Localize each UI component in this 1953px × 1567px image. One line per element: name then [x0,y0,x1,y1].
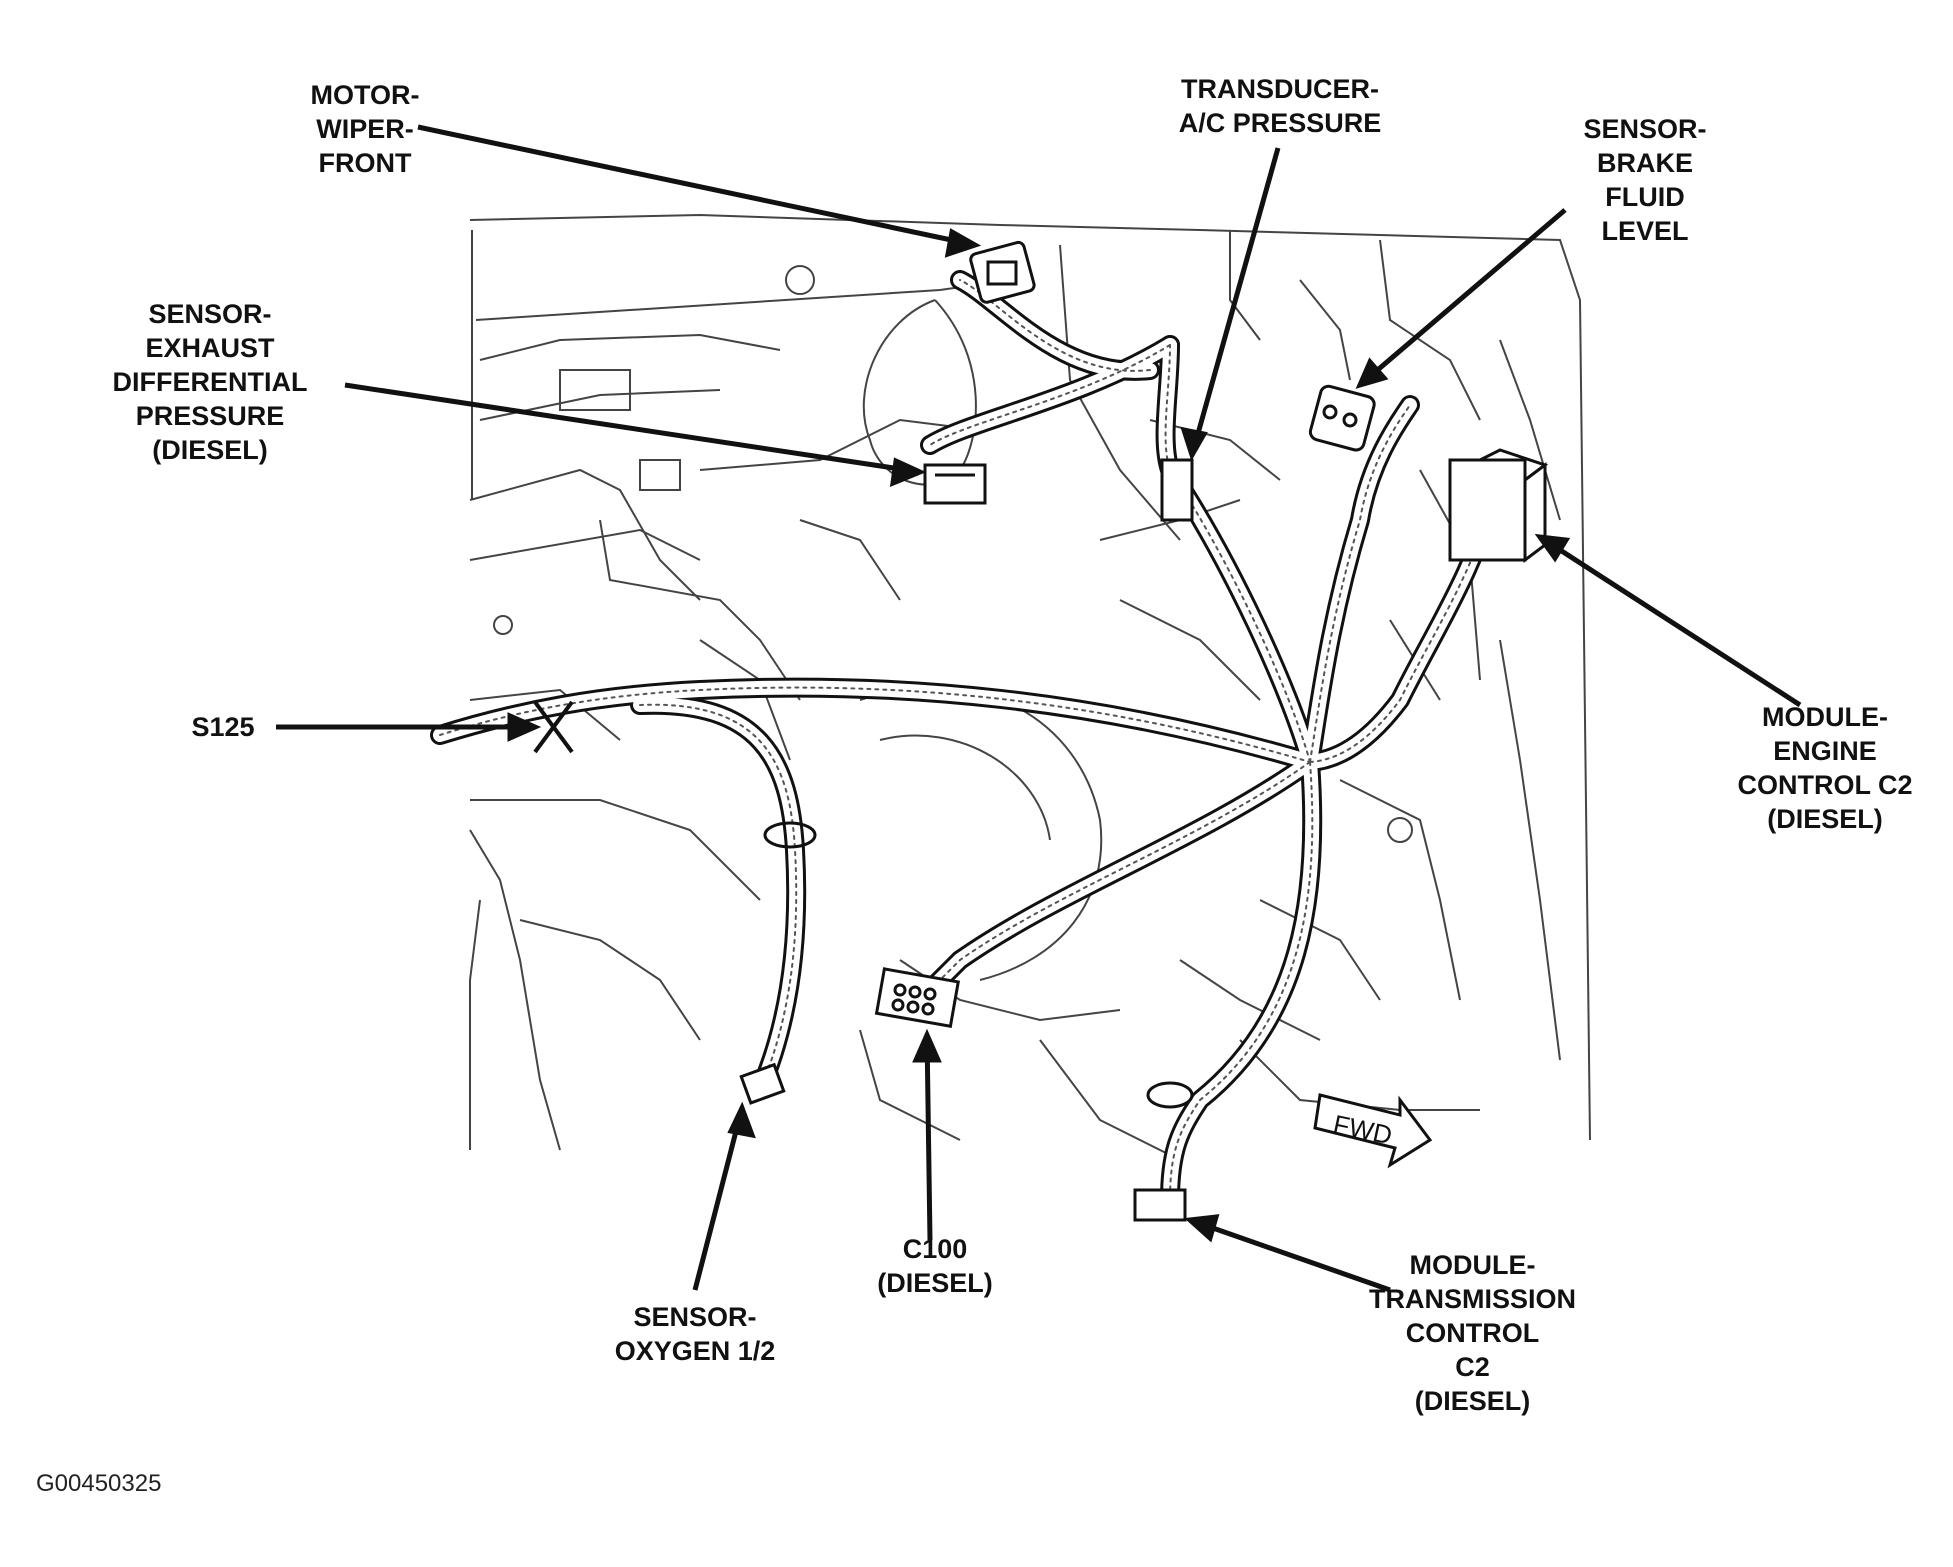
engine-control-module [1448,448,1549,563]
connector-exhaust-sensor [923,463,987,505]
label-brake-fluid-sensor: SENSOR- BRAKE FLUID LEVEL [1583,114,1707,246]
label-exhaust-pressure-sensor: SENSOR- EXHAUST DIFFERENTIAL PRESSURE (D… [112,299,308,465]
splice-s125-mark [533,700,574,754]
figure-code: G00450325 [36,1470,162,1497]
label-c100: C100 (DIESEL) [877,1234,993,1298]
connector-oxygen-sensor [739,1062,786,1105]
label-transmission-control-module: MODULE- TRANSMISSION CONTROL C2 (DIESEL) [1368,1250,1576,1416]
clip-ring [763,821,817,849]
connector-brake-sensor [1308,384,1376,452]
forward-arrow: FWD [1313,1093,1433,1169]
connector-ac-transducer [1160,458,1194,522]
connector-c100 [874,967,960,1028]
leader-lines [276,124,1802,1293]
label-transducer-ac-pressure: TRANSDUCER- A/C PRESSURE [1178,74,1382,138]
label-motor-wiper: MOTOR- WIPER- FRONT [310,80,420,178]
label-oxygen-sensor: SENSOR- OXYGEN 1/2 [614,1302,776,1366]
label-s125: S125 [191,712,255,742]
label-engine-control-module: MODULE- ENGINE CONTROL C2 (DIESEL) [1737,702,1913,834]
connector-transmission-module [1133,1081,1194,1222]
connector-motor-wiper [969,240,1036,304]
